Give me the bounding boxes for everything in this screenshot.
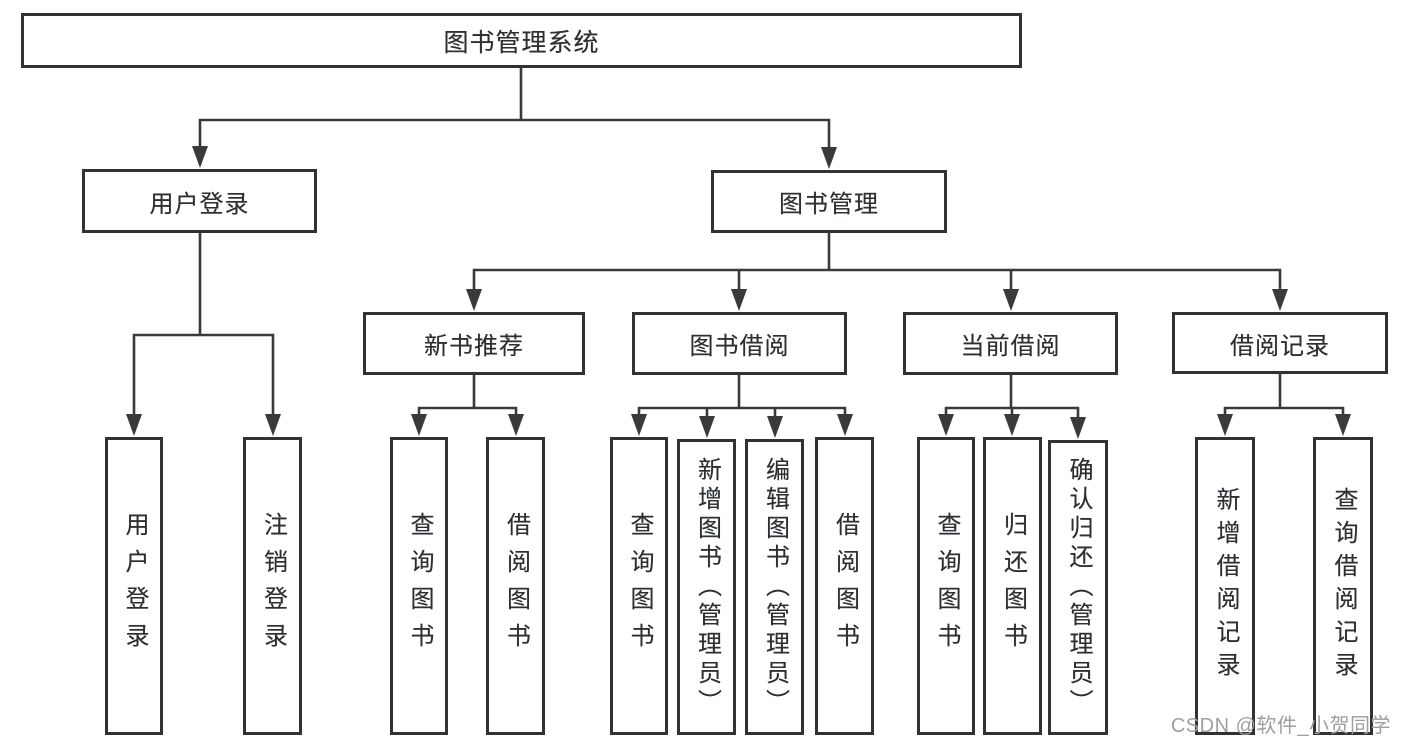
node-root-library-system: 图书管理系统 [21,13,1022,68]
leaf-add-borrow-record: 新增借阅记录 [1195,437,1255,735]
leaf-query-borrow-record: 查询借阅记录 [1313,437,1373,735]
leaf-user-login: 用户登录 [105,437,163,735]
leaf-confirm-return-admin: 确认归还（管理员） [1048,440,1108,735]
node-book-borrow: 图书借阅 [632,312,847,375]
leaf-query-book-1: 查询图书 [390,437,448,735]
node-user-login: 用户登录 [82,169,317,233]
leaf-borrow-book-2: 借阅图书 [815,437,874,735]
leaf-return-book: 归还图书 [983,437,1042,735]
node-book-management: 图书管理 [711,170,947,233]
node-new-book-recommend: 新书推荐 [363,312,585,375]
leaf-query-book-3: 查询图书 [917,437,975,735]
leaf-logout: 注销登录 [243,437,302,735]
leaf-edit-book-admin: 编辑图书（管理员） [745,439,804,735]
node-borrow-record: 借阅记录 [1172,312,1388,374]
leaf-add-book-admin: 新增图书（管理员） [677,439,736,735]
leaf-borrow-book-1: 借阅图书 [486,437,545,735]
node-current-borrow: 当前借阅 [903,312,1118,375]
leaf-query-book-2: 查询图书 [610,437,668,735]
csdn-watermark: CSDN @软件_小贺同学 [1170,715,1391,737]
